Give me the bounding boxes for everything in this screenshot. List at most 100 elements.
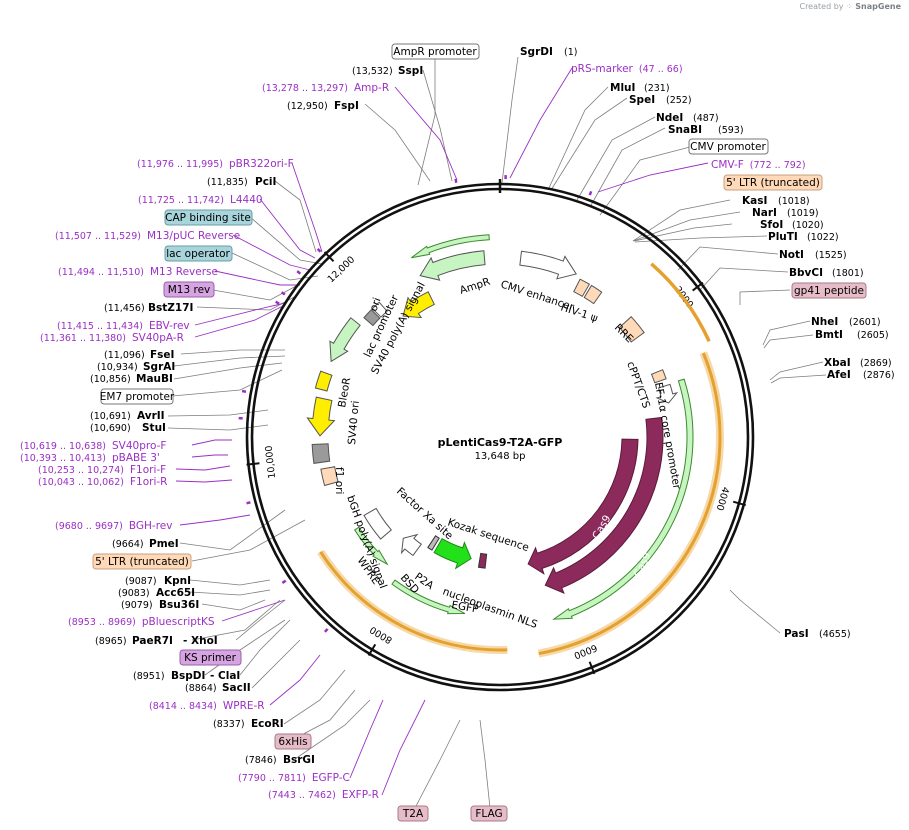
enzyme-pos-bstz17i: (11,456) xyxy=(104,303,145,314)
box-6xhis xyxy=(274,733,312,750)
block-rre xyxy=(618,315,645,343)
enzyme-fsei: FseI xyxy=(150,349,174,361)
enzyme-nari: NarI xyxy=(752,207,777,219)
box-label-5ltr-left: 5' LTR (truncated) xyxy=(95,556,189,568)
feature-label-ori: ori xyxy=(368,296,384,313)
enzyme-sspi: SspI xyxy=(398,65,423,77)
primer-site-mark-6 xyxy=(241,389,247,393)
enzyme-sgrdi: SgrDI xyxy=(520,46,553,58)
box-label-gp41: gp41 peptide xyxy=(794,285,864,297)
primer-amp-r: (13,278 .. 13,297)Amp-R xyxy=(262,82,389,94)
enzyme-pos-snabi: (593) xyxy=(718,125,744,136)
arrow-green-lower xyxy=(391,579,466,615)
enzyme-pos-bmti: (2605) xyxy=(857,330,889,341)
box-m13-rev xyxy=(163,281,215,298)
highlight-arc-3 xyxy=(319,550,508,652)
enzyme-pos-acc65i: (9083) xyxy=(118,588,150,599)
feature-arrows xyxy=(238,175,724,658)
block-gray xyxy=(311,443,331,464)
enzyme-pos-ecori: (8337) xyxy=(213,719,245,730)
enzyme-bstz17i: BstZ17I xyxy=(148,302,193,314)
primer-prs-marker: pRS-marker(47 .. 66) xyxy=(571,63,683,75)
box-5ltr-truncated-left xyxy=(92,553,192,570)
box-em7-promoter xyxy=(100,388,174,405)
box-lac-operator xyxy=(164,245,233,262)
block-wpre xyxy=(363,507,392,540)
enzyme-paer7i: PaeR7I xyxy=(132,635,173,647)
enzyme-sgrai: SgrAI xyxy=(143,361,175,373)
highlight-arc-2-glow xyxy=(537,351,724,658)
feature-label-egfp: EGFP xyxy=(450,599,479,616)
enzyme-pos-xbai: (2869) xyxy=(860,358,892,369)
credit-brand: SnapGene xyxy=(855,2,901,11)
feature-label-factor-xa: Factor Xa site xyxy=(394,485,455,542)
enzyme-maubi: MauBI xyxy=(136,373,173,385)
primer-sv40pro-f: (10,619 .. 10,638)SV40pro-F xyxy=(20,440,166,452)
backbone-tick-1 xyxy=(732,500,746,507)
primer-egfp-c: (7790 .. 7811)EGFP-C xyxy=(238,772,350,784)
primer-site-mark-11 xyxy=(454,178,458,183)
enzyme-pos-avrii: (10,691) xyxy=(90,411,131,422)
box-t2a xyxy=(397,805,429,822)
arrow-egfp xyxy=(433,537,472,570)
enzyme-kasi: KasI xyxy=(742,195,767,207)
enzyme-bspdi: BspDI xyxy=(171,670,205,682)
enzyme-pos-noti: (1525) xyxy=(815,250,847,261)
enzyme-ecori: EcoRI xyxy=(251,718,284,730)
enzyme-pos-ndei: (487) xyxy=(693,113,719,124)
enzyme-pos-kpni: (9087) xyxy=(125,576,157,587)
block-p2a xyxy=(427,535,440,551)
enzyme-pmei: PmeI xyxy=(149,538,179,550)
box-label-flag: FLAG xyxy=(475,808,502,820)
feature-label-f1-ori: f1 ori xyxy=(333,467,345,494)
block-nls xyxy=(477,552,488,569)
enzyme-pos-pmei: (9664) xyxy=(112,539,144,550)
arrow-green-long xyxy=(552,378,694,620)
enzyme-pluti: PluTI xyxy=(768,231,798,243)
arrow-f1-ori xyxy=(306,396,336,437)
primer-m13-puc-reverse: (11,507 .. 11,529)M13/pUC Reverse xyxy=(55,230,240,242)
leader-lines xyxy=(167,56,827,809)
enzyme-nhei: NheI xyxy=(811,316,838,328)
backbone-tick-4 xyxy=(246,462,260,466)
box-label-cmv-promoter: CMV promoter xyxy=(690,141,766,153)
box-label-lac-operator: lac operator xyxy=(166,248,230,260)
enzyme-xbai: XbaI xyxy=(824,357,851,369)
snapgene-logo-icon: ⁘ xyxy=(846,2,853,11)
enzyme-pos-mlui: (231) xyxy=(644,83,670,94)
enzyme-pos-nhei: (2601) xyxy=(849,317,881,328)
enzyme-pos-sfoi: (1020) xyxy=(792,220,824,231)
arrow-cmv-enhancer xyxy=(519,250,578,280)
primer-ebv-rev: (11,415 .. 11,434)EBV-rev xyxy=(57,320,190,332)
enzyme-pos-stui: (10,690) xyxy=(90,423,131,434)
enzyme-pos-spei: (252) xyxy=(666,95,692,106)
enzyme-pos-sgrdi: (1) xyxy=(564,47,577,58)
enzyme-snabi: SnaBI xyxy=(668,124,702,136)
enzyme-noti: NotI xyxy=(779,249,804,261)
arrow-cas9-inner xyxy=(527,438,639,575)
enzyme-pos-pcii: (11,835) xyxy=(207,177,248,188)
enzyme-pos-maubi: (10,856) xyxy=(90,374,131,385)
primer-site-mark-10 xyxy=(323,628,329,633)
enzyme-pos-nari: (1019) xyxy=(787,208,819,219)
plasmid-length: 13,648 bp xyxy=(475,451,526,462)
backbone-tick-label-4: 10,000 xyxy=(264,445,279,479)
feature-label-cas9-b: Cas9 xyxy=(632,551,654,580)
feature-label-ampr: AmpR xyxy=(458,276,492,297)
block-ltr-inner xyxy=(320,466,339,487)
enzyme-fspi: FspI xyxy=(334,100,359,112)
primer-m13-reverse: (11,494 .. 11,510)M13 Reverse xyxy=(58,266,218,278)
enzyme-sfoi: SfoI xyxy=(760,219,783,231)
enzyme-pos-pluti: (1022) xyxy=(807,232,839,243)
plasmid-name: pLentiCas9-T2A-GFP xyxy=(438,436,563,449)
arrow-cas9-outer xyxy=(544,416,664,594)
block-lac-promoter xyxy=(371,301,388,318)
primer-exfp-r: (7443 .. 7462)EXFP-R xyxy=(268,789,379,801)
primer-l4440: (11,725 .. 11,742)L4440 xyxy=(138,194,263,206)
primer-bgh-rev: (9680 .. 9697)BGH-rev xyxy=(55,520,172,532)
enzyme-pos-bsu36i: (9079) xyxy=(121,600,153,611)
enzyme-pasi: PasI xyxy=(784,628,809,640)
box-label-em7: EM7 promoter xyxy=(100,391,175,403)
enzyme-pos-fsei: (11,096) xyxy=(104,350,145,361)
enzyme-pos-sspi: (13,532) xyxy=(352,66,393,77)
